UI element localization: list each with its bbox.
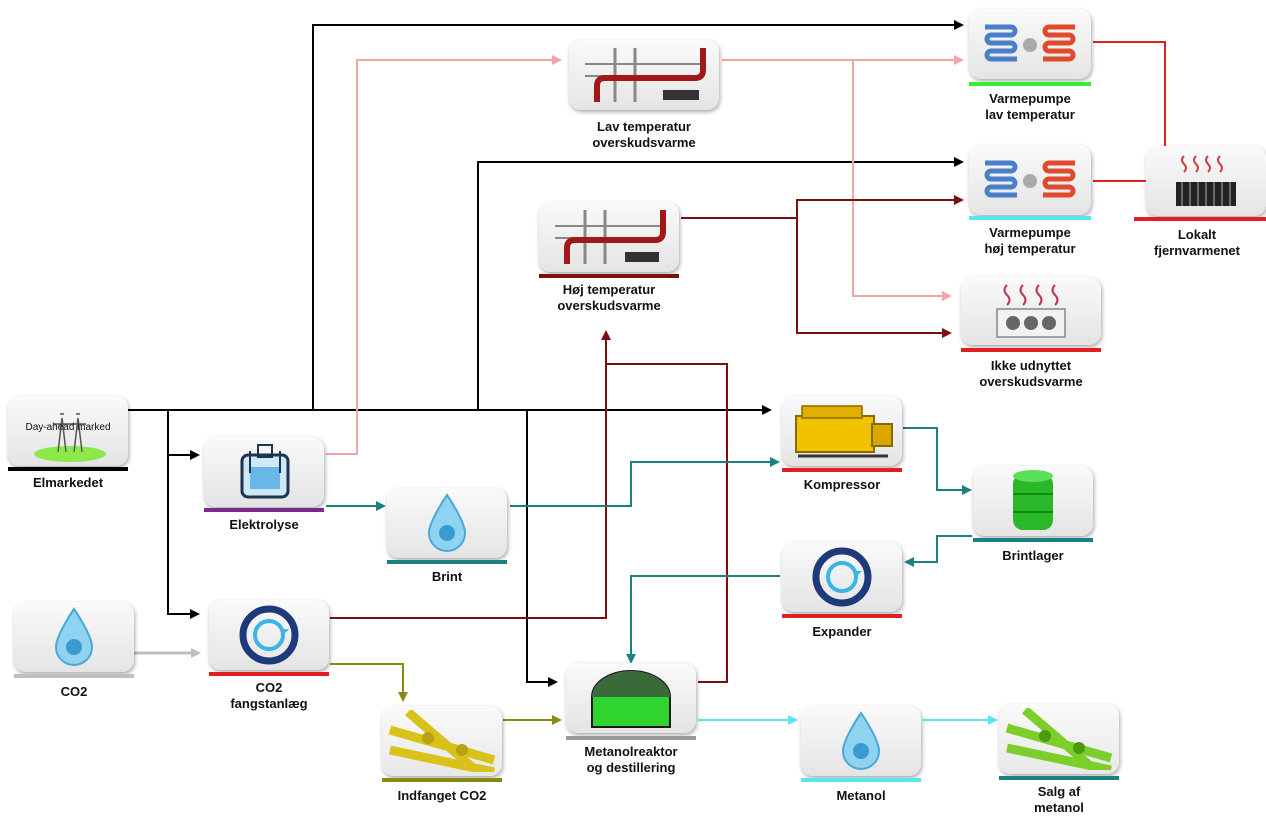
edge-el-vp-lav <box>312 20 964 410</box>
label-kompressor: Kompressor <box>803 477 881 492</box>
edge-lavtemp-ikke <box>852 60 952 301</box>
power-tower-icon <box>34 413 106 462</box>
label-metanol: Metanol <box>836 788 886 803</box>
label-hoj-temp: Høj temperatur overskudsvarme <box>557 282 661 313</box>
factory-pipes-icon <box>585 48 706 102</box>
edge-hojtemp-vphoj <box>681 195 964 219</box>
bar <box>1134 217 1266 221</box>
factory-pipes-icon <box>555 210 666 264</box>
edge-expander-metanol <box>626 575 780 664</box>
bar <box>999 776 1119 780</box>
bar <box>204 508 324 512</box>
bar <box>969 82 1091 86</box>
cycle-icon <box>239 605 299 665</box>
droplet-icon <box>427 493 467 552</box>
engine-icon <box>795 405 893 458</box>
day-ahead-text: Day-ahead marked <box>25 422 111 433</box>
label-vp-lav: Varmepumpe lav temperatur <box>985 91 1075 122</box>
edge-metanol-hojtemp <box>606 363 728 683</box>
bar <box>969 216 1091 220</box>
label-co2-fangstanlaeg: CO2 fangstanlæg <box>230 680 308 711</box>
bar <box>539 274 679 278</box>
reactor-tank-icon <box>591 670 671 728</box>
droplet-icon <box>54 607 94 666</box>
label-indfanget-co2: Indfanget CO2 <box>397 788 487 803</box>
edge-el-metanolreaktor <box>526 410 558 687</box>
edge-kompressor-brintlager <box>903 427 972 495</box>
radiator-icon <box>1176 155 1236 206</box>
label-expander: Expander <box>812 624 872 639</box>
edge-brint-kompressor <box>510 457 780 507</box>
label-ikke-udnyttet: Ikke udnyttet overskudsvarme <box>979 358 1083 389</box>
label-co2: CO2 <box>60 684 88 699</box>
bar <box>209 672 329 676</box>
label-vp-hoj: Varmepumpe høj temperatur <box>984 225 1076 256</box>
bar <box>387 560 507 564</box>
label-elektrolyse: Elektrolyse <box>229 517 299 532</box>
label-elmarkedet: Elmarkedet <box>32 475 104 490</box>
edge-co2fang-hojtemp <box>330 330 611 619</box>
bar <box>961 348 1101 352</box>
pipes-icon <box>1005 708 1113 770</box>
edge-el-co2fang <box>167 455 200 619</box>
tank-icon <box>1013 470 1053 530</box>
bar <box>801 778 921 782</box>
edge-el-elektrolyse <box>167 410 200 460</box>
label-brint: Brint <box>431 569 463 584</box>
bar <box>566 736 696 740</box>
heat-pump-icon <box>984 24 1076 62</box>
label-metanolreaktor: Metanolreaktor og destillering <box>584 744 678 775</box>
label-lav-temp: Lav temperatur overskudsvarme <box>592 119 696 150</box>
label-salg-metanol: Salg af metanol <box>1034 784 1084 815</box>
pipes-icon <box>388 710 496 772</box>
waste-heat-icon <box>996 284 1066 338</box>
label-brintlager: Brintlager <box>1002 548 1064 563</box>
edge-el-vp-hoj <box>477 157 964 410</box>
bar <box>782 614 902 618</box>
heat-pump-icon <box>984 160 1076 198</box>
cycle-icon <box>812 547 872 607</box>
edge-vplav-fjernvarme <box>1093 41 1166 146</box>
bar <box>14 674 134 678</box>
edge-elektrolyse-lavtemp <box>326 55 562 455</box>
bar <box>382 778 502 782</box>
edge-hojtemp-ikke <box>796 218 952 338</box>
bar <box>973 538 1093 542</box>
edge-fang-indfanget <box>330 663 408 702</box>
electrolyzer-icon <box>240 444 290 499</box>
droplet-icon <box>841 711 881 770</box>
edge-brintlager-expander <box>904 535 972 567</box>
bar <box>8 467 128 471</box>
label-fjernvarme: Lokalt fjernvarmenet <box>1154 227 1240 258</box>
bar <box>782 468 902 472</box>
